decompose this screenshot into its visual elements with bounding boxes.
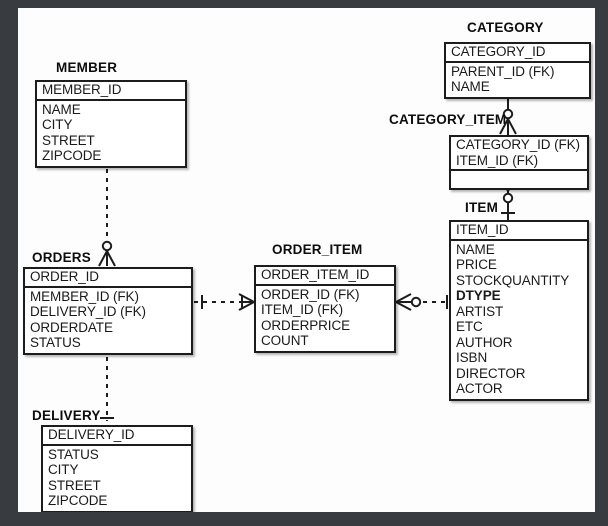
entity-category-item-attributes — [451, 171, 587, 188]
attribute: ITEM_ID — [456, 222, 509, 237]
attribute: NAME — [42, 101, 81, 117]
attribute: STATUS — [48, 446, 99, 462]
attribute: ORDER_ID (FK) — [261, 286, 360, 302]
diagram-canvas: MEMBER MEMBER_ID NAME CITY STREET ZIPCOD… — [18, 8, 595, 512]
attribute: ACTOR — [456, 381, 503, 396]
attribute: STREET — [42, 132, 95, 148]
entity-title-member: MEMBER — [56, 60, 118, 75]
attribute: NAME — [451, 79, 490, 94]
entity-order-item[interactable]: ORDER_ITEM_ID ORDER_ID (FK) ITEM_ID (FK)… — [254, 265, 396, 353]
attribute: DELIVERY_ID — [48, 427, 135, 442]
attribute: CATEGORY_ID (FK) — [456, 137, 580, 152]
entity-title-orders: ORDERS — [32, 250, 91, 265]
attribute: ITEM_ID (FK) — [261, 302, 344, 317]
entity-item-pk-section: ITEM_ID — [451, 222, 587, 241]
attribute: ZIPCODE — [42, 148, 102, 163]
entity-category-item[interactable]: CATEGORY_ID (FK) ITEM_ID (FK) — [449, 135, 589, 190]
attribute: PARENT_ID (FK) — [451, 63, 555, 79]
entity-item[interactable]: ITEM_ID NAME PRICE STOCKQUANTITY DTYPE A… — [449, 220, 589, 401]
attribute: PRICE — [456, 257, 497, 272]
entity-member[interactable]: MEMBER_ID NAME CITY STREET ZIPCODE — [35, 80, 187, 168]
attribute: ORDERPRICE — [261, 317, 351, 333]
entity-category-attributes: PARENT_ID (FK) NAME — [446, 63, 589, 97]
attribute: ISBN — [456, 350, 488, 365]
attribute: DIRECTOR — [456, 365, 526, 381]
attribute: CATEGORY_ID — [451, 44, 546, 59]
attribute: ETC — [456, 319, 483, 334]
relationship-orders-order-item[interactable] — [18, 8, 595, 512]
attribute: COUNT — [261, 333, 309, 348]
attribute: STREET — [48, 477, 101, 493]
entity-order-item-attributes: ORDER_ID (FK) ITEM_ID (FK) ORDERPRICE CO… — [256, 286, 394, 351]
relationship-order-item-item[interactable] — [18, 8, 595, 512]
attribute: MEMBER_ID — [42, 82, 122, 97]
entity-delivery-attributes: STATUS CITY STREET ZIPCODE — [43, 446, 191, 511]
entity-orders-attributes: MEMBER_ID (FK) DELIVERY_ID (FK) ORDERDAT… — [25, 288, 191, 353]
entity-order-item-pk-section: ORDER_ITEM_ID — [256, 267, 394, 286]
entity-member-attributes: NAME CITY STREET ZIPCODE — [37, 101, 185, 166]
attribute: ORDERDATE — [30, 319, 113, 335]
attribute: ITEM_ID (FK) — [456, 152, 539, 168]
attribute: NAME — [456, 241, 495, 257]
entity-title-delivery: DELIVERY — [32, 408, 101, 423]
attribute: AUTHOR — [456, 334, 513, 350]
entity-orders[interactable]: ORDER_ID MEMBER_ID (FK) DELIVERY_ID (FK)… — [23, 267, 193, 355]
entity-title-category-item: CATEGORY_ITEM — [389, 112, 507, 127]
attribute: ARTIST — [456, 303, 504, 319]
entity-delivery-pk-section: DELIVERY_ID — [43, 427, 191, 446]
attribute: CITY — [42, 117, 73, 132]
attribute: DELIVERY_ID (FK) — [30, 304, 146, 319]
attribute: STATUS — [30, 335, 81, 350]
entity-orders-pk-section: ORDER_ID — [25, 269, 191, 288]
entity-category-item-pk-section: CATEGORY_ID (FK) ITEM_ID (FK) — [451, 137, 587, 171]
entity-title-item: ITEM — [465, 200, 499, 215]
attribute: DTYPE — [456, 288, 501, 303]
attribute: CITY — [48, 462, 79, 477]
attribute: STOCKQUANTITY — [456, 272, 570, 288]
entity-title-category: CATEGORY — [467, 20, 544, 35]
attribute: ORDER_ID — [30, 269, 99, 284]
entity-category-pk-section: CATEGORY_ID — [446, 44, 589, 63]
attribute: MEMBER_ID (FK) — [30, 288, 139, 304]
entity-title-order-item: ORDER_ITEM — [272, 242, 363, 257]
attribute: ZIPCODE — [48, 493, 108, 508]
entity-item-attributes: NAME PRICE STOCKQUANTITY DTYPE ARTIST ET… — [451, 241, 587, 399]
attribute: ORDER_ITEM_ID — [261, 267, 370, 282]
entity-delivery[interactable]: DELIVERY_ID STATUS CITY STREET ZIPCODE — [41, 425, 193, 512]
entity-member-pk-section: MEMBER_ID — [37, 82, 185, 101]
entity-category[interactable]: CATEGORY_ID PARENT_ID (FK) NAME — [444, 42, 591, 99]
